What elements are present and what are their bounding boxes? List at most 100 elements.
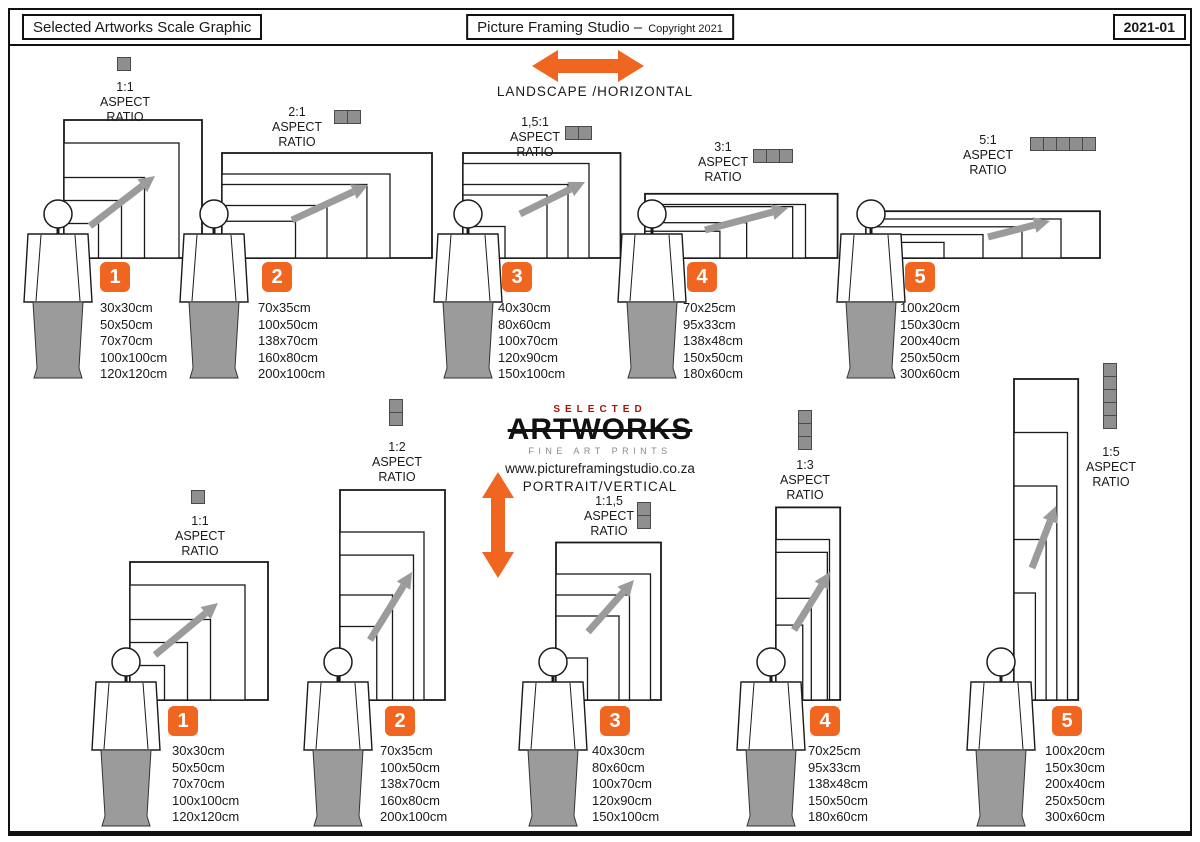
aspect-icon-cell bbox=[797, 435, 812, 450]
scale-arrow-icon bbox=[87, 176, 155, 229]
size-item: 150x30cm bbox=[1045, 759, 1105, 775]
size-item: 180x60cm bbox=[683, 366, 743, 381]
person-head bbox=[111, 647, 141, 677]
aspect-label-line: RATIO bbox=[704, 170, 742, 184]
person-legs bbox=[442, 301, 494, 379]
size-item: 200x40cm bbox=[900, 333, 960, 348]
aspect-label-line: 1:1,5 bbox=[595, 494, 623, 508]
size-item: 100x20cm bbox=[1045, 743, 1105, 758]
size-item: 120x90cm bbox=[498, 349, 558, 365]
aspect-icon-cell bbox=[190, 489, 205, 504]
aspect-icon-cell bbox=[577, 125, 592, 140]
person-torso bbox=[966, 681, 1036, 751]
size-item: 138x70cm bbox=[258, 333, 318, 348]
person-figure bbox=[736, 647, 806, 827]
size-item: 50x50cm bbox=[172, 759, 225, 775]
aspect-label-line: RATIO bbox=[1092, 475, 1130, 489]
aspect-label-line: ASPECT bbox=[779, 473, 830, 487]
person-head bbox=[323, 647, 353, 677]
aspect-label-line: ASPECT bbox=[174, 529, 225, 543]
size-item: 200x40cm bbox=[1045, 776, 1105, 791]
person-torso bbox=[836, 233, 906, 303]
size-item: 40x30cm bbox=[592, 743, 645, 758]
studio-title: Picture Framing Studio – bbox=[477, 19, 643, 36]
group-number-badge: 5 bbox=[905, 262, 935, 292]
person-figure bbox=[966, 647, 1036, 827]
person-figure bbox=[303, 647, 373, 827]
size-item: 70x25cm bbox=[808, 743, 861, 758]
size-item: 160x80cm bbox=[380, 792, 440, 808]
aspect-label-line: ASPECT bbox=[371, 455, 422, 469]
logo-artworks-text: ARTWORKS bbox=[507, 413, 693, 446]
size-item: 100x20cm bbox=[900, 300, 960, 315]
group-number-badge: 1 bbox=[168, 706, 198, 736]
person-figure bbox=[179, 199, 249, 379]
size-item: 70x35cm bbox=[380, 743, 433, 758]
aspect-ratio-icon bbox=[636, 501, 651, 529]
size-item: 120x90cm bbox=[592, 792, 652, 808]
scale-arrow-icon bbox=[704, 204, 788, 234]
aspect-label-line: 3:1 bbox=[714, 140, 732, 154]
size-item: 138x48cm bbox=[808, 776, 868, 791]
size-item: 138x48cm bbox=[683, 333, 743, 348]
aspect-label-line: 1:3 bbox=[796, 458, 814, 472]
portrait-arrow-icon bbox=[482, 472, 514, 578]
person-legs bbox=[845, 301, 897, 379]
size-item: 95x33cm bbox=[683, 316, 736, 332]
aspect-label-line: ASPECT bbox=[99, 95, 150, 109]
size-item: 100x50cm bbox=[258, 316, 318, 332]
size-item: 70x35cm bbox=[258, 300, 311, 315]
person-torso bbox=[179, 233, 249, 303]
size-item: 120x120cm bbox=[172, 809, 240, 824]
aspect-label-line: RATIO bbox=[378, 470, 416, 484]
size-item: 150x100cm bbox=[498, 366, 566, 381]
aspect-ratio-icon bbox=[1029, 136, 1096, 151]
group-number-badge: 5 bbox=[1052, 706, 1082, 736]
aspect-icon-cell bbox=[636, 514, 651, 529]
aspect-icon-cell bbox=[333, 109, 348, 124]
aspect-ratio-icon bbox=[190, 489, 205, 504]
aspect-icon-cell bbox=[1102, 414, 1117, 429]
scale-arrow-icon bbox=[791, 572, 830, 632]
group-number-badge: 4 bbox=[810, 706, 840, 736]
aspect-label-line: 1:2 bbox=[388, 440, 406, 454]
person-torso bbox=[303, 681, 373, 751]
aspect-label-line: 1:5 bbox=[1102, 445, 1120, 459]
aspect-label-line: ASPECT bbox=[583, 509, 634, 523]
aspect-icon-cell bbox=[346, 109, 361, 124]
aspect-icon-cell bbox=[388, 398, 403, 413]
aspect-ratio-icon bbox=[1102, 362, 1117, 429]
size-item: 150x50cm bbox=[683, 349, 743, 365]
size-item: 180x60cm bbox=[808, 809, 868, 824]
person-figure bbox=[518, 647, 588, 827]
size-item: 100x100cm bbox=[172, 792, 240, 808]
studio-title-box: Picture Framing Studio – Copyright 2021 bbox=[466, 14, 734, 40]
aspect-ratio-icon bbox=[333, 109, 361, 124]
aspect-ratio-icon bbox=[752, 148, 793, 163]
size-item: 100x70cm bbox=[498, 333, 558, 348]
size-item: 300x60cm bbox=[900, 366, 960, 381]
aspect-label-line: ASPECT bbox=[509, 130, 560, 144]
person-torso bbox=[433, 233, 503, 303]
size-item: 30x30cm bbox=[172, 743, 225, 758]
aspect-label-line: ASPECT bbox=[1085, 460, 1136, 474]
size-item: 200x100cm bbox=[258, 366, 326, 381]
size-item: 70x70cm bbox=[172, 776, 225, 791]
aspect-icon-cell bbox=[1102, 362, 1117, 377]
size-item: 50x50cm bbox=[100, 316, 153, 332]
group-number-badge: 3 bbox=[502, 262, 532, 292]
copyright-text: Copyright 2021 bbox=[648, 23, 723, 35]
person-head bbox=[453, 199, 483, 229]
scale-arrow-icon bbox=[987, 217, 1050, 241]
aspect-label-line: RATIO bbox=[278, 135, 316, 149]
person-head bbox=[538, 647, 568, 677]
